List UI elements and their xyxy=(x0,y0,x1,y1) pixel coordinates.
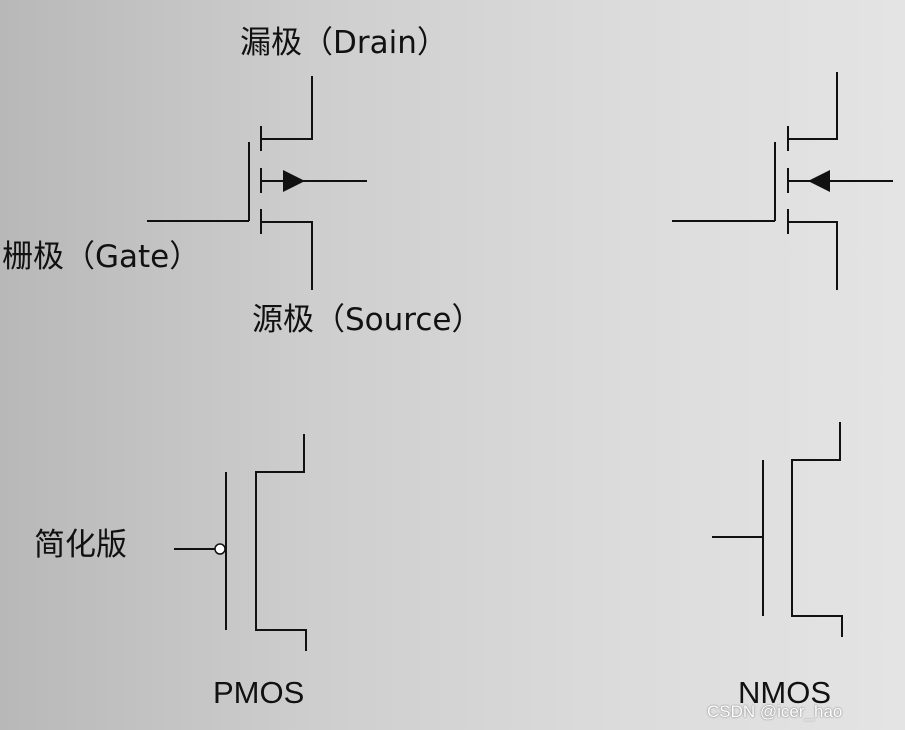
nmos-detailed-symbol xyxy=(672,72,893,290)
pmos-drain-terminal xyxy=(261,76,313,140)
nmos-drain-terminal xyxy=(788,72,838,140)
gate-label: 栅极（Gate） xyxy=(2,239,201,275)
nmos-simple-channel xyxy=(791,422,843,637)
nmos-source-terminal xyxy=(788,221,838,290)
nmos-simplified-symbol xyxy=(712,422,843,637)
pmos-simplified-symbol xyxy=(174,434,307,651)
pmos-detailed-symbol xyxy=(147,76,367,290)
nmos-label: NMOS xyxy=(738,675,831,710)
simplified-label: 简化版 xyxy=(34,527,127,563)
pmos-label: PMOS xyxy=(213,675,305,710)
source-label: 源极（Source） xyxy=(252,302,483,338)
nmos-arrow-icon xyxy=(808,170,830,192)
pmos-arrow-icon xyxy=(283,170,305,192)
pmos-simple-channel xyxy=(255,434,307,651)
pmos-inversion-bubble-icon xyxy=(214,543,226,555)
watermark: CSDN @icer_hao xyxy=(707,702,843,721)
drain-label: 漏极（Drain） xyxy=(240,25,448,61)
pmos-source-terminal xyxy=(261,221,313,290)
